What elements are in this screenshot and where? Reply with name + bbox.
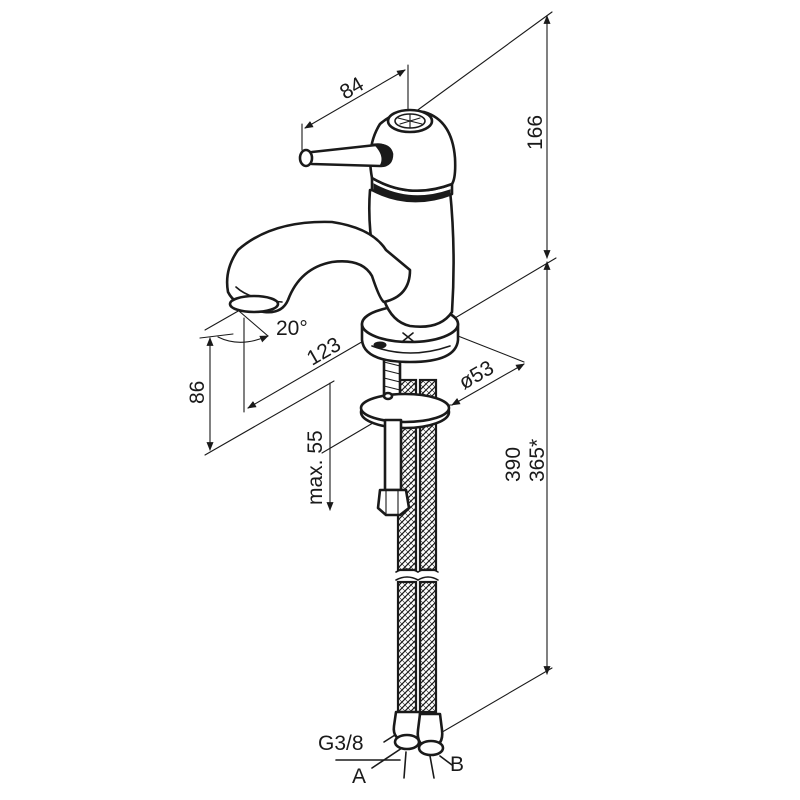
label-max-55: max. 55 bbox=[304, 430, 327, 505]
label-diameter-53: ø53 bbox=[455, 356, 498, 394]
label-thread-g38: G3/8 bbox=[318, 732, 364, 755]
supply-hoses bbox=[395, 378, 439, 714]
hose-left-lower bbox=[396, 580, 418, 714]
fixing-rod bbox=[383, 418, 403, 492]
label-height-86: 86 bbox=[186, 381, 209, 404]
label-height-166: 166 bbox=[524, 115, 547, 150]
label-length-390: 390 bbox=[502, 447, 525, 482]
hose-connections bbox=[335, 710, 453, 779]
hose-right-lower bbox=[418, 580, 438, 714]
faucet-body bbox=[225, 108, 457, 328]
fixing-nut bbox=[376, 488, 411, 517]
mounting-set bbox=[359, 354, 451, 517]
label-length-365: 365* bbox=[526, 439, 549, 482]
label-width-84: 84 bbox=[336, 73, 368, 105]
dimension-labels: 84 166 123 20° 86 max. 55 ø53 390 365* G… bbox=[186, 73, 549, 788]
label-connection-a: A bbox=[352, 765, 366, 788]
label-reach-123: 123 bbox=[303, 333, 345, 370]
label-angle-20: 20° bbox=[276, 317, 308, 340]
spout bbox=[225, 220, 412, 314]
cartridge-dome bbox=[368, 109, 457, 193]
label-connection-b: B bbox=[450, 753, 464, 776]
dimension-lines bbox=[199, 11, 557, 739]
